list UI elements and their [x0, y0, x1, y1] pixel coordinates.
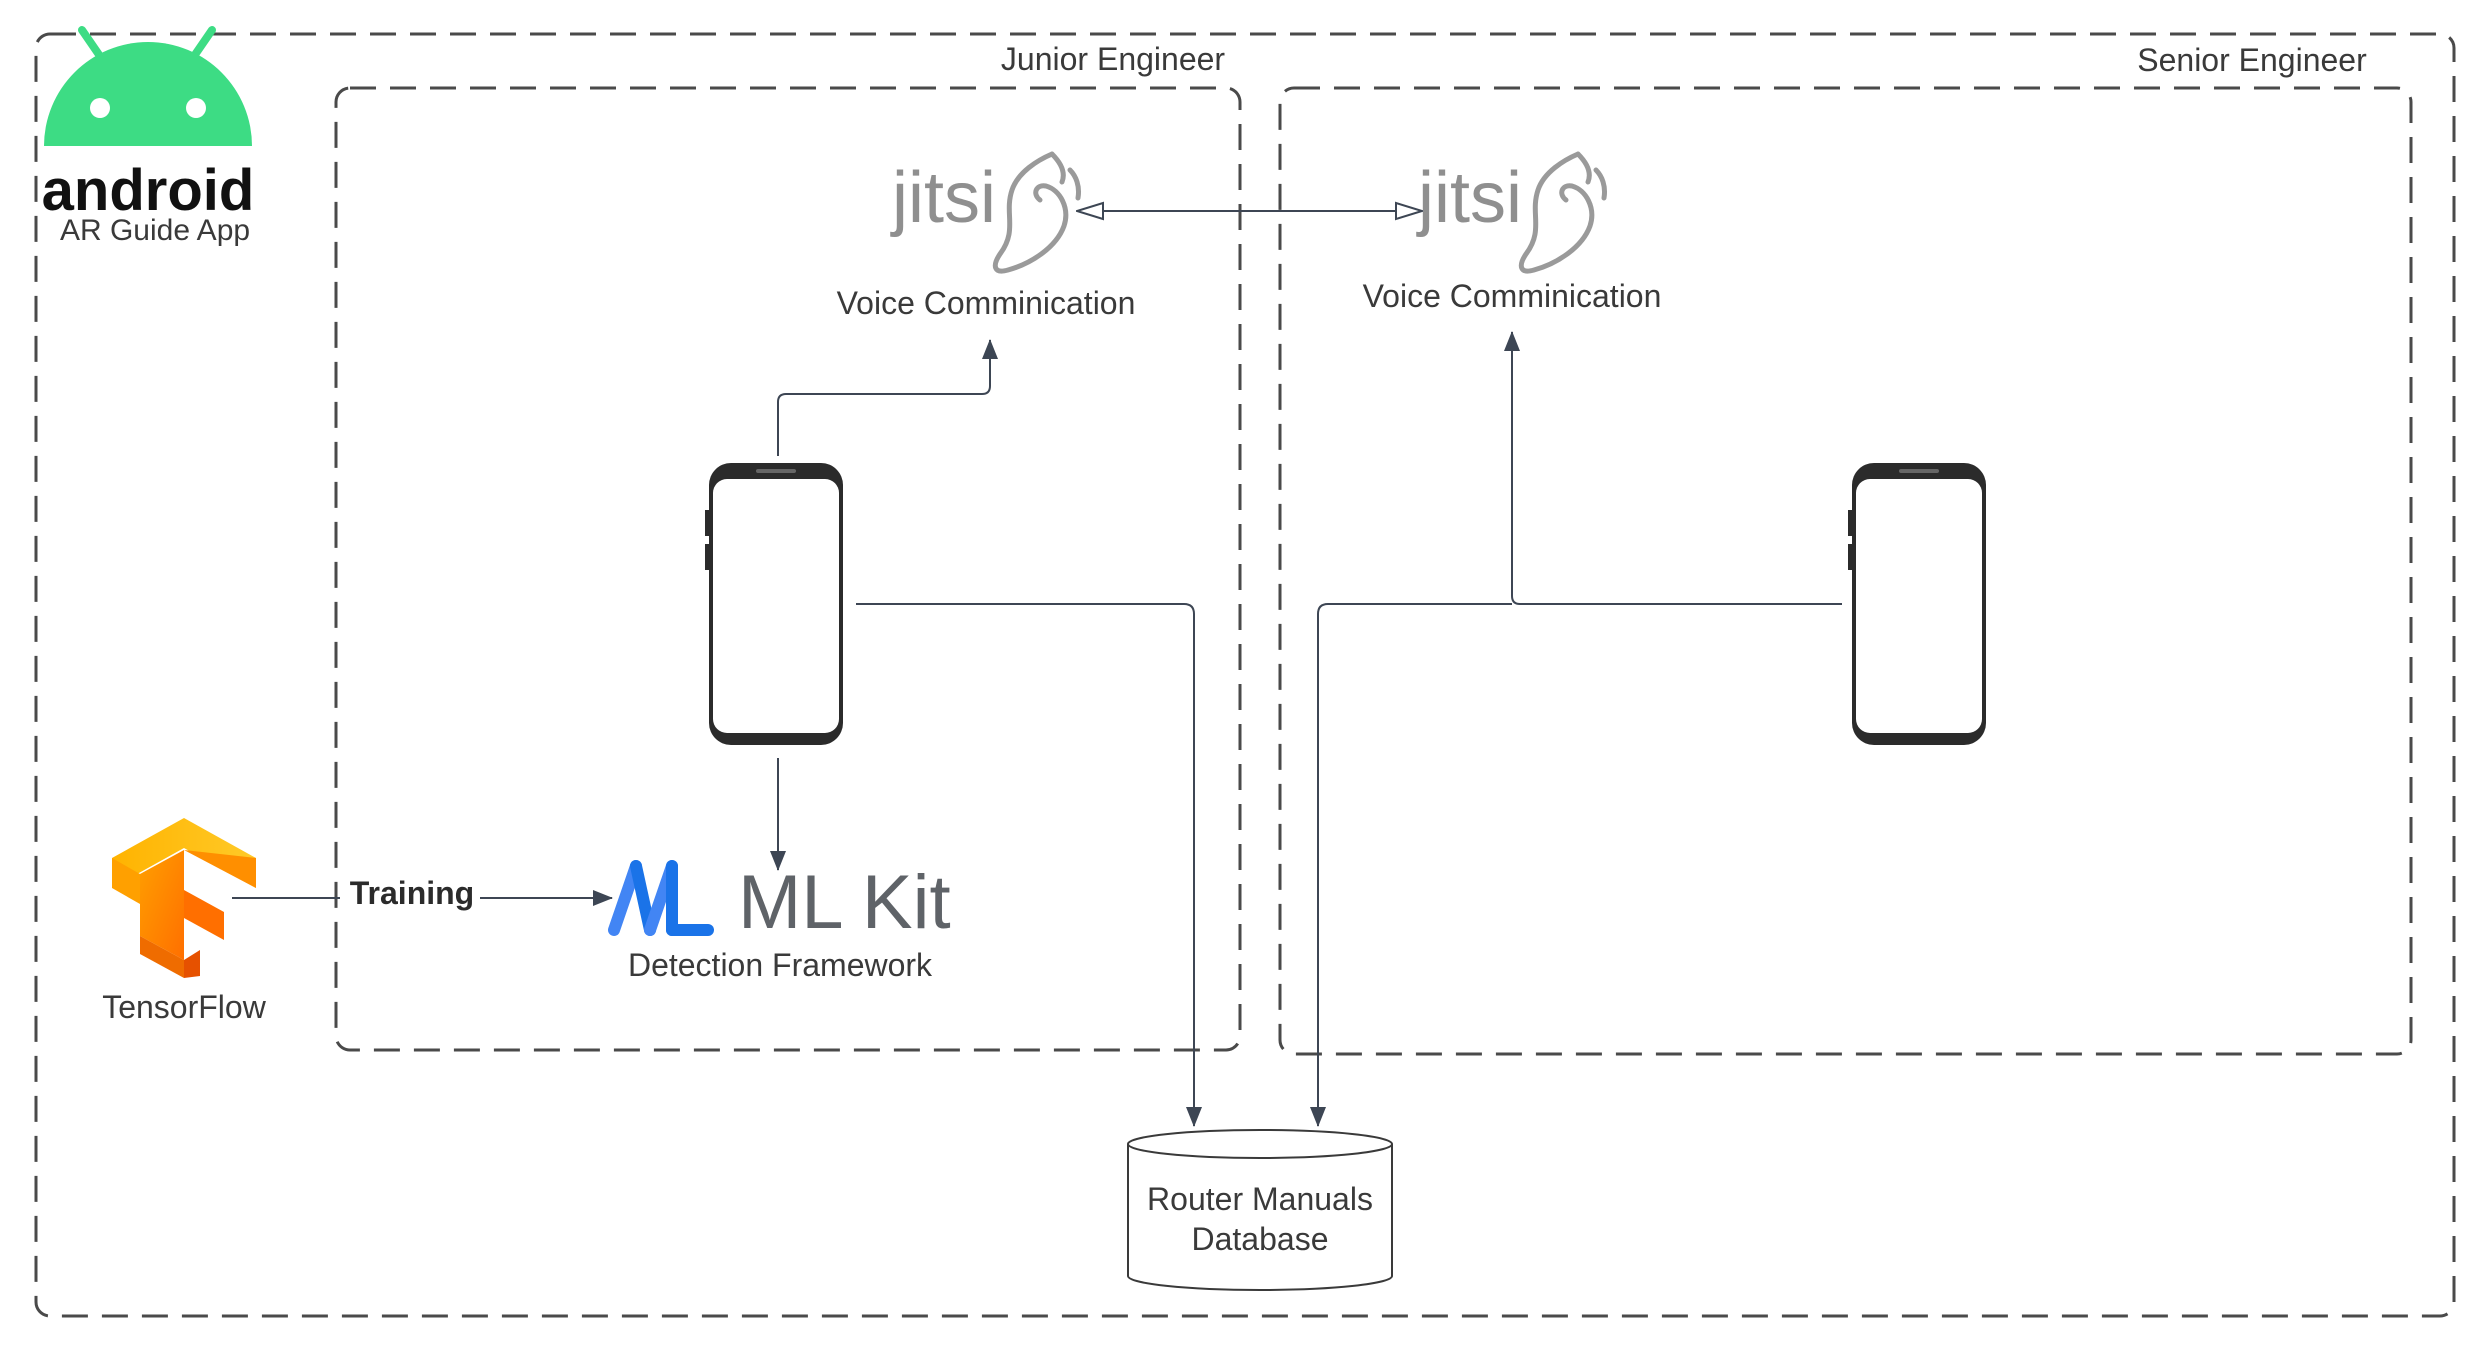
app-boundary: [34, 32, 2456, 1318]
junior-engineer-group: [334, 86, 1242, 1052]
mlkit-wordmark: ML Kit: [738, 860, 951, 945]
jitsi-wordmark-senior: jitsi: [1416, 158, 1522, 238]
jitsi-logo-icon: jitsi: [1416, 151, 1607, 274]
voice-label-senior: Voice Comminication: [1363, 278, 1662, 314]
mlkit-logo-icon: [608, 860, 714, 936]
voice-label-junior: Voice Comminication: [837, 285, 1136, 321]
database-label-line1: Router Manuals: [1147, 1181, 1373, 1217]
android-wordmark: android: [42, 158, 255, 223]
phone-to-voice-arrow-senior: [1504, 331, 1842, 605]
detection-framework-label: Detection Framework: [628, 947, 933, 983]
tensorflow-logo-icon: [112, 818, 256, 978]
jitsi-wordmark-junior: jitsi: [890, 158, 996, 238]
jitsi-logo-icon: jitsi: [890, 151, 1081, 274]
smartphone-icon: [1848, 463, 1986, 745]
android-logo-icon: [44, 26, 252, 146]
training-label: Training: [350, 875, 474, 911]
senior-engineer-label: Senior Engineer: [2137, 42, 2367, 78]
database-cylinder-icon: [1127, 1129, 1393, 1291]
phone-to-database-arrow-junior: [856, 603, 1202, 1127]
training-label-bg: [340, 874, 480, 914]
database-label-line2: Database: [1192, 1221, 1329, 1257]
app-title: AR Guide App: [60, 214, 250, 247]
tensorflow-label: TensorFlow: [102, 989, 267, 1025]
smartphone-icon: [705, 463, 843, 745]
phone-to-voice-arrow-junior: [777, 339, 998, 456]
phone-to-database-arrow-senior: [1310, 603, 1512, 1127]
junior-engineer-label: Junior Engineer: [1001, 41, 1225, 77]
